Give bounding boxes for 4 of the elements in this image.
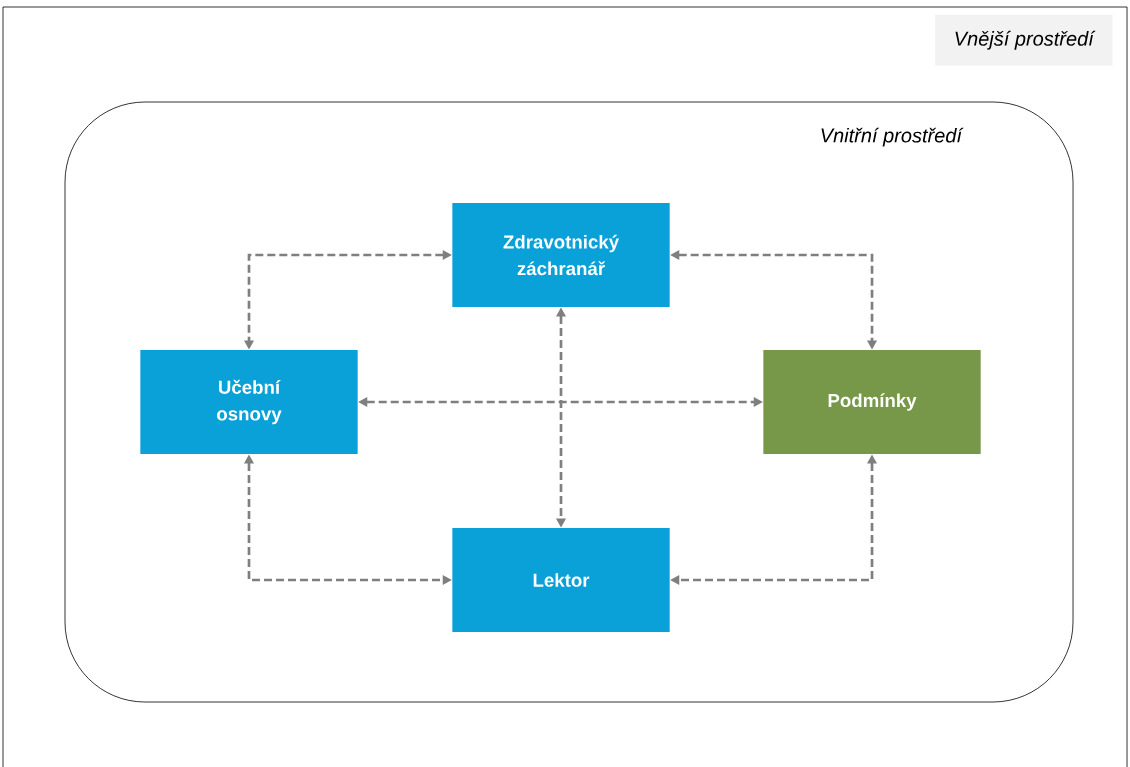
process-box: Podmínky <box>763 350 981 454</box>
process-box: Lektor <box>452 528 670 632</box>
process-box: Zdravotnický záchranář <box>452 203 670 307</box>
process-box: Učební osnovy <box>140 350 358 454</box>
